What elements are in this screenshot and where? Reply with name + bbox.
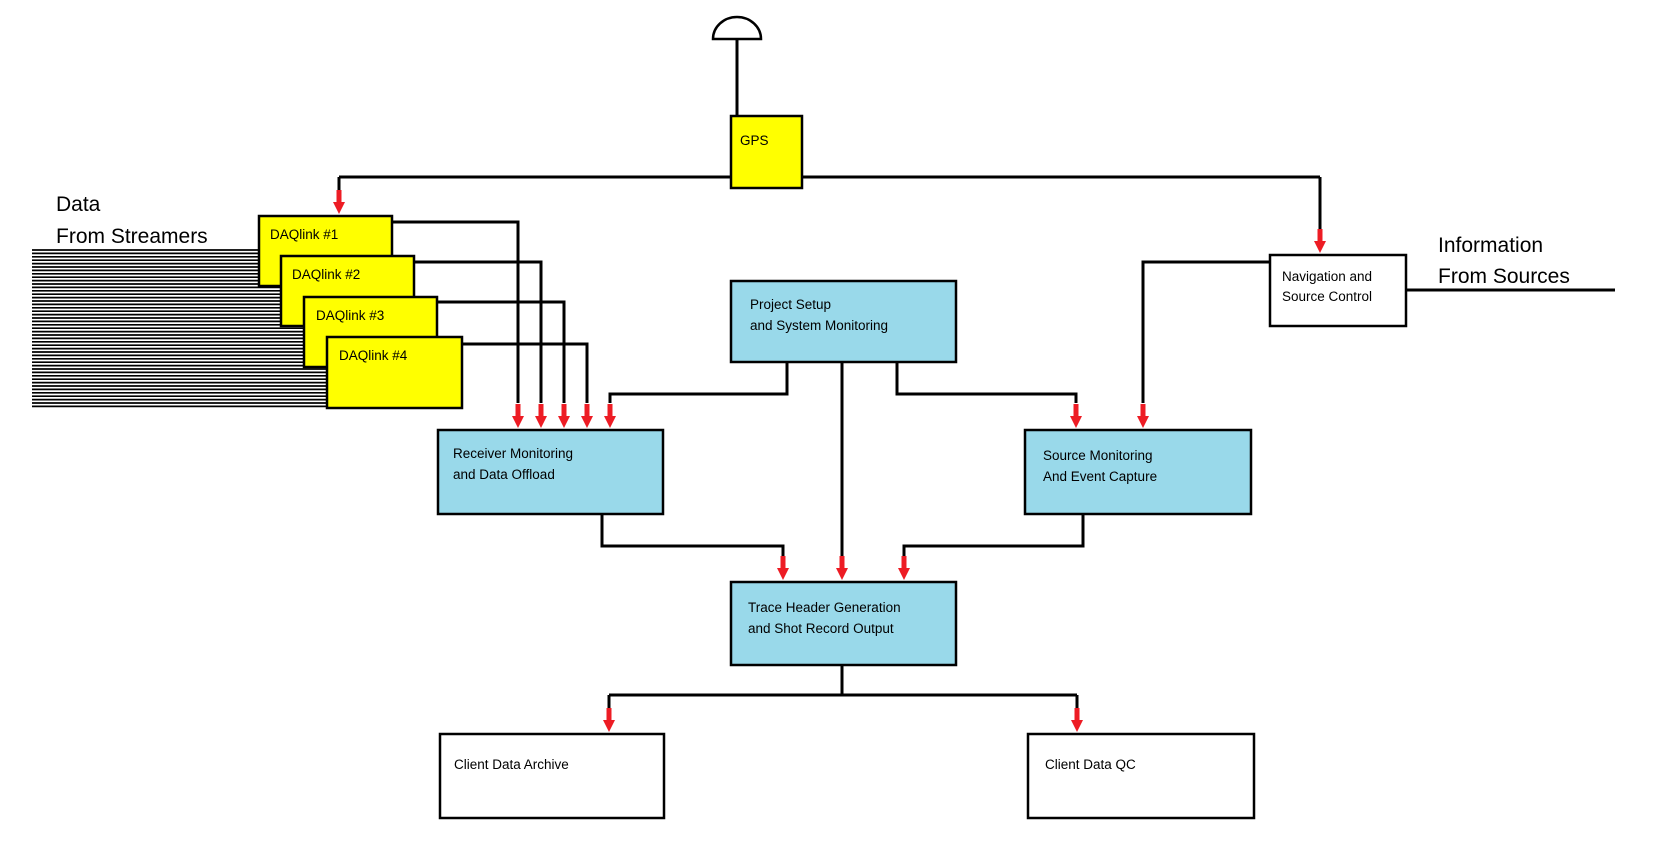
receiver-node: Receiver Monitoring and Data Offload — [436, 428, 665, 516]
arrowhead-icon — [333, 202, 345, 214]
source-label-line2: And Event Capture — [1043, 469, 1157, 484]
edge-daq3-receiver — [436, 300, 566, 403]
trace-node: Trace Header Generation and Shot Record … — [729, 580, 958, 667]
arrowhead-icon — [558, 416, 570, 428]
arrowheads — [333, 190, 1326, 732]
edge-receiver-trace — [600, 514, 785, 565]
trace-box — [729, 580, 958, 667]
arrow-shaft — [336, 190, 342, 204]
arrow-shaft — [1074, 708, 1080, 722]
gps-label: GPS — [740, 133, 769, 148]
edge-nav-source — [1141, 260, 1270, 403]
nav-label-line2: Source Control — [1282, 289, 1372, 304]
qc-label: Client Data QC — [1045, 757, 1136, 772]
qc-node: Client Data QC — [1026, 732, 1256, 820]
source-node: Source Monitoring And Event Capture — [1023, 428, 1253, 516]
data-from-streamers-line2: From Streamers — [56, 225, 208, 248]
daq1-label: DAQlink #1 — [270, 227, 338, 242]
project-box — [729, 279, 958, 364]
project-label-line2: and System Monitoring — [750, 318, 888, 333]
arrow-shaft — [515, 404, 521, 418]
project-node: Project Setup and System Monitoring — [729, 279, 958, 364]
trace-label-line1: Trace Header Generation — [748, 600, 901, 615]
arrow-shaft — [606, 708, 612, 722]
arrowhead-icon — [1314, 241, 1326, 253]
edge-daq4-receiver — [460, 342, 589, 403]
edge-source-trace — [902, 514, 1085, 565]
nav-node: Navigation and Source Control — [1268, 253, 1408, 328]
qc-box — [1026, 732, 1256, 820]
arrowhead-icon — [603, 720, 615, 732]
gps-box — [729, 114, 804, 190]
archive-label: Client Data Archive — [454, 757, 569, 772]
arrowhead-icon — [512, 416, 524, 428]
arrowhead-icon — [581, 416, 593, 428]
arrowhead-icon — [535, 416, 547, 428]
arrow-shaft — [538, 404, 544, 418]
source-box — [1023, 428, 1253, 516]
nav-label-line1: Navigation and — [1282, 269, 1372, 284]
edge-project-source — [895, 362, 1078, 403]
daq4-label: DAQlink #4 — [339, 348, 408, 363]
arrowhead-icon — [1070, 416, 1082, 428]
data-from-streamers-line1: Data — [56, 193, 101, 216]
arrow-shaft — [1317, 229, 1323, 243]
arrow-shaft — [839, 556, 845, 570]
arrowhead-icon — [1071, 720, 1083, 732]
arrow-shaft — [607, 404, 613, 418]
archive-node: Client Data Archive — [438, 732, 666, 820]
connector-lines — [337, 15, 1615, 710]
project-label-line1: Project Setup — [750, 297, 831, 312]
archive-box — [438, 732, 666, 820]
edge-daq2-receiver — [412, 260, 543, 403]
source-label-line1: Source Monitoring — [1043, 448, 1153, 463]
gps-node: GPS — [729, 114, 804, 190]
antenna-dish-icon — [711, 15, 763, 41]
nav-box — [1268, 253, 1408, 328]
arrowhead-icon — [898, 568, 910, 580]
receiver-label-line1: Receiver Monitoring — [453, 446, 573, 461]
arrowhead-icon — [604, 416, 616, 428]
information-from-sources-line2: From Sources — [1438, 265, 1570, 288]
arrowhead-icon — [777, 568, 789, 580]
daq3-label: DAQlink #3 — [316, 308, 384, 323]
information-from-sources-line1: Information — [1438, 234, 1543, 257]
daq2-label: DAQlink #2 — [292, 267, 360, 282]
receiver-label-line2: and Data Offload — [453, 467, 555, 482]
arrow-shaft — [780, 556, 786, 570]
daq4-box — [325, 335, 464, 410]
arrow-shaft — [1073, 404, 1079, 418]
arrow-shaft — [584, 404, 590, 418]
arrowhead-icon — [1137, 416, 1149, 428]
arrow-shaft — [1140, 404, 1146, 418]
receiver-box — [436, 428, 665, 516]
daq4-node: DAQlink #4 — [325, 335, 464, 410]
trace-label-line2: and Shot Record Output — [748, 621, 894, 636]
arrowhead-icon — [836, 568, 848, 580]
arrow-shaft — [901, 556, 907, 570]
arrow-shaft — [561, 404, 567, 418]
edge-project-receiver — [608, 362, 789, 403]
